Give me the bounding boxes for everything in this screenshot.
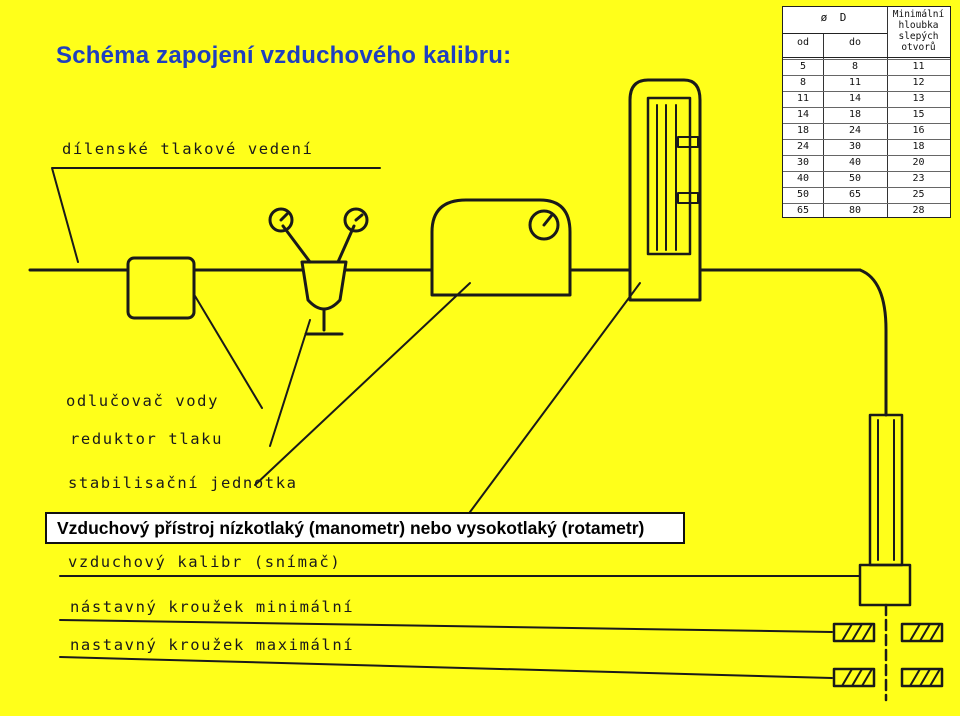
cell-depth: 13	[912, 93, 925, 104]
table-divider	[887, 7, 888, 217]
table-header-depth-line: Minimální	[892, 9, 945, 20]
depth-table: ø D od do Minimální hloubka slepých otvo…	[782, 6, 951, 218]
label-setting-ring-max: nastavný kroužek maximální	[70, 636, 355, 654]
label-air-gauge: vzduchový kalibr (snímač)	[68, 553, 342, 571]
air-gauge-plug	[858, 413, 912, 702]
table-divider	[823, 33, 824, 217]
cell-from: 18	[796, 125, 810, 136]
cell-from: 65	[796, 205, 810, 216]
rotameter	[628, 78, 702, 302]
table-row: 24 30 18	[783, 139, 950, 156]
stabilisation-unit	[430, 198, 572, 297]
table-divider	[783, 57, 950, 58]
page-title: Schéma zapojení vzduchového kalibru:	[56, 42, 512, 69]
table-header-depth-line: hloubka	[898, 20, 939, 31]
table-row: 14 18 15	[783, 107, 950, 124]
setting-ring-min	[832, 622, 944, 643]
table-header-depth-line: slepých	[898, 31, 939, 42]
cell-to: 50	[848, 173, 862, 184]
pressure-reducer	[268, 207, 369, 336]
hose-to-gauge	[858, 268, 888, 417]
cell-depth: 18	[912, 141, 925, 152]
table-row: 8 11 12	[783, 75, 950, 92]
cell-from: 11	[796, 93, 810, 104]
setting-ring-max	[832, 667, 944, 688]
cell-depth: 23	[912, 173, 925, 184]
cell-to: 65	[848, 189, 862, 200]
cell-to: 18	[848, 109, 862, 120]
cell-depth: 16	[912, 125, 925, 136]
cell-from: 8	[799, 77, 807, 88]
label-setting-ring-min: nástavný kroužek minimální	[70, 598, 355, 616]
instrument-callout: Vzduchový přístroj nízkotlaký (manometr)…	[45, 512, 685, 544]
cell-depth: 25	[912, 189, 925, 200]
cell-depth: 12	[912, 77, 925, 88]
cell-from: 50	[796, 189, 810, 200]
label-pressure-reducer: reduktor tlaku	[70, 430, 224, 448]
table-header-depth-line: otvorů	[901, 42, 936, 53]
cell-to: 40	[848, 157, 862, 168]
cell-depth: 20	[912, 157, 925, 168]
cell-depth: 28	[912, 205, 925, 216]
table-row: 5 8 11	[783, 59, 950, 76]
table-header-depth: Minimální hloubka slepých otvorů	[887, 9, 950, 53]
label-stabilisation-unit: stabilisační jednotka	[68, 474, 298, 492]
cell-from: 14	[796, 109, 810, 120]
cell-depth: 15	[912, 109, 925, 120]
table-header-from: od	[796, 37, 810, 48]
cell-from: 24	[796, 141, 810, 152]
cell-depth: 11	[912, 61, 925, 72]
cell-to: 8	[851, 61, 859, 72]
cell-from: 5	[799, 61, 807, 72]
cell-to: 14	[848, 93, 862, 104]
table-row: 40 50 23	[783, 171, 950, 188]
cell-from: 30	[796, 157, 810, 168]
cell-from: 40	[796, 173, 810, 184]
table-header-diameter: ø D	[820, 11, 850, 24]
leader-lines	[51, 167, 861, 679]
table-row: 50 65 25	[783, 187, 950, 204]
table-header-to: do	[848, 37, 862, 48]
cell-to: 30	[848, 141, 862, 152]
cell-to: 80	[848, 205, 862, 216]
table-divider	[783, 33, 887, 34]
cell-to: 24	[848, 125, 862, 136]
label-workshop-pressure-line: dílenské tlakové vedení	[62, 140, 314, 158]
cell-to: 11	[848, 77, 862, 88]
table-row: 18 24 16	[783, 123, 950, 140]
table-row: 11 14 13	[783, 91, 950, 108]
label-water-separator: odlučovač vody	[66, 392, 220, 410]
table-row: 65 80 28	[783, 203, 950, 220]
table-row: 30 40 20	[783, 155, 950, 172]
water-separator	[126, 256, 196, 320]
